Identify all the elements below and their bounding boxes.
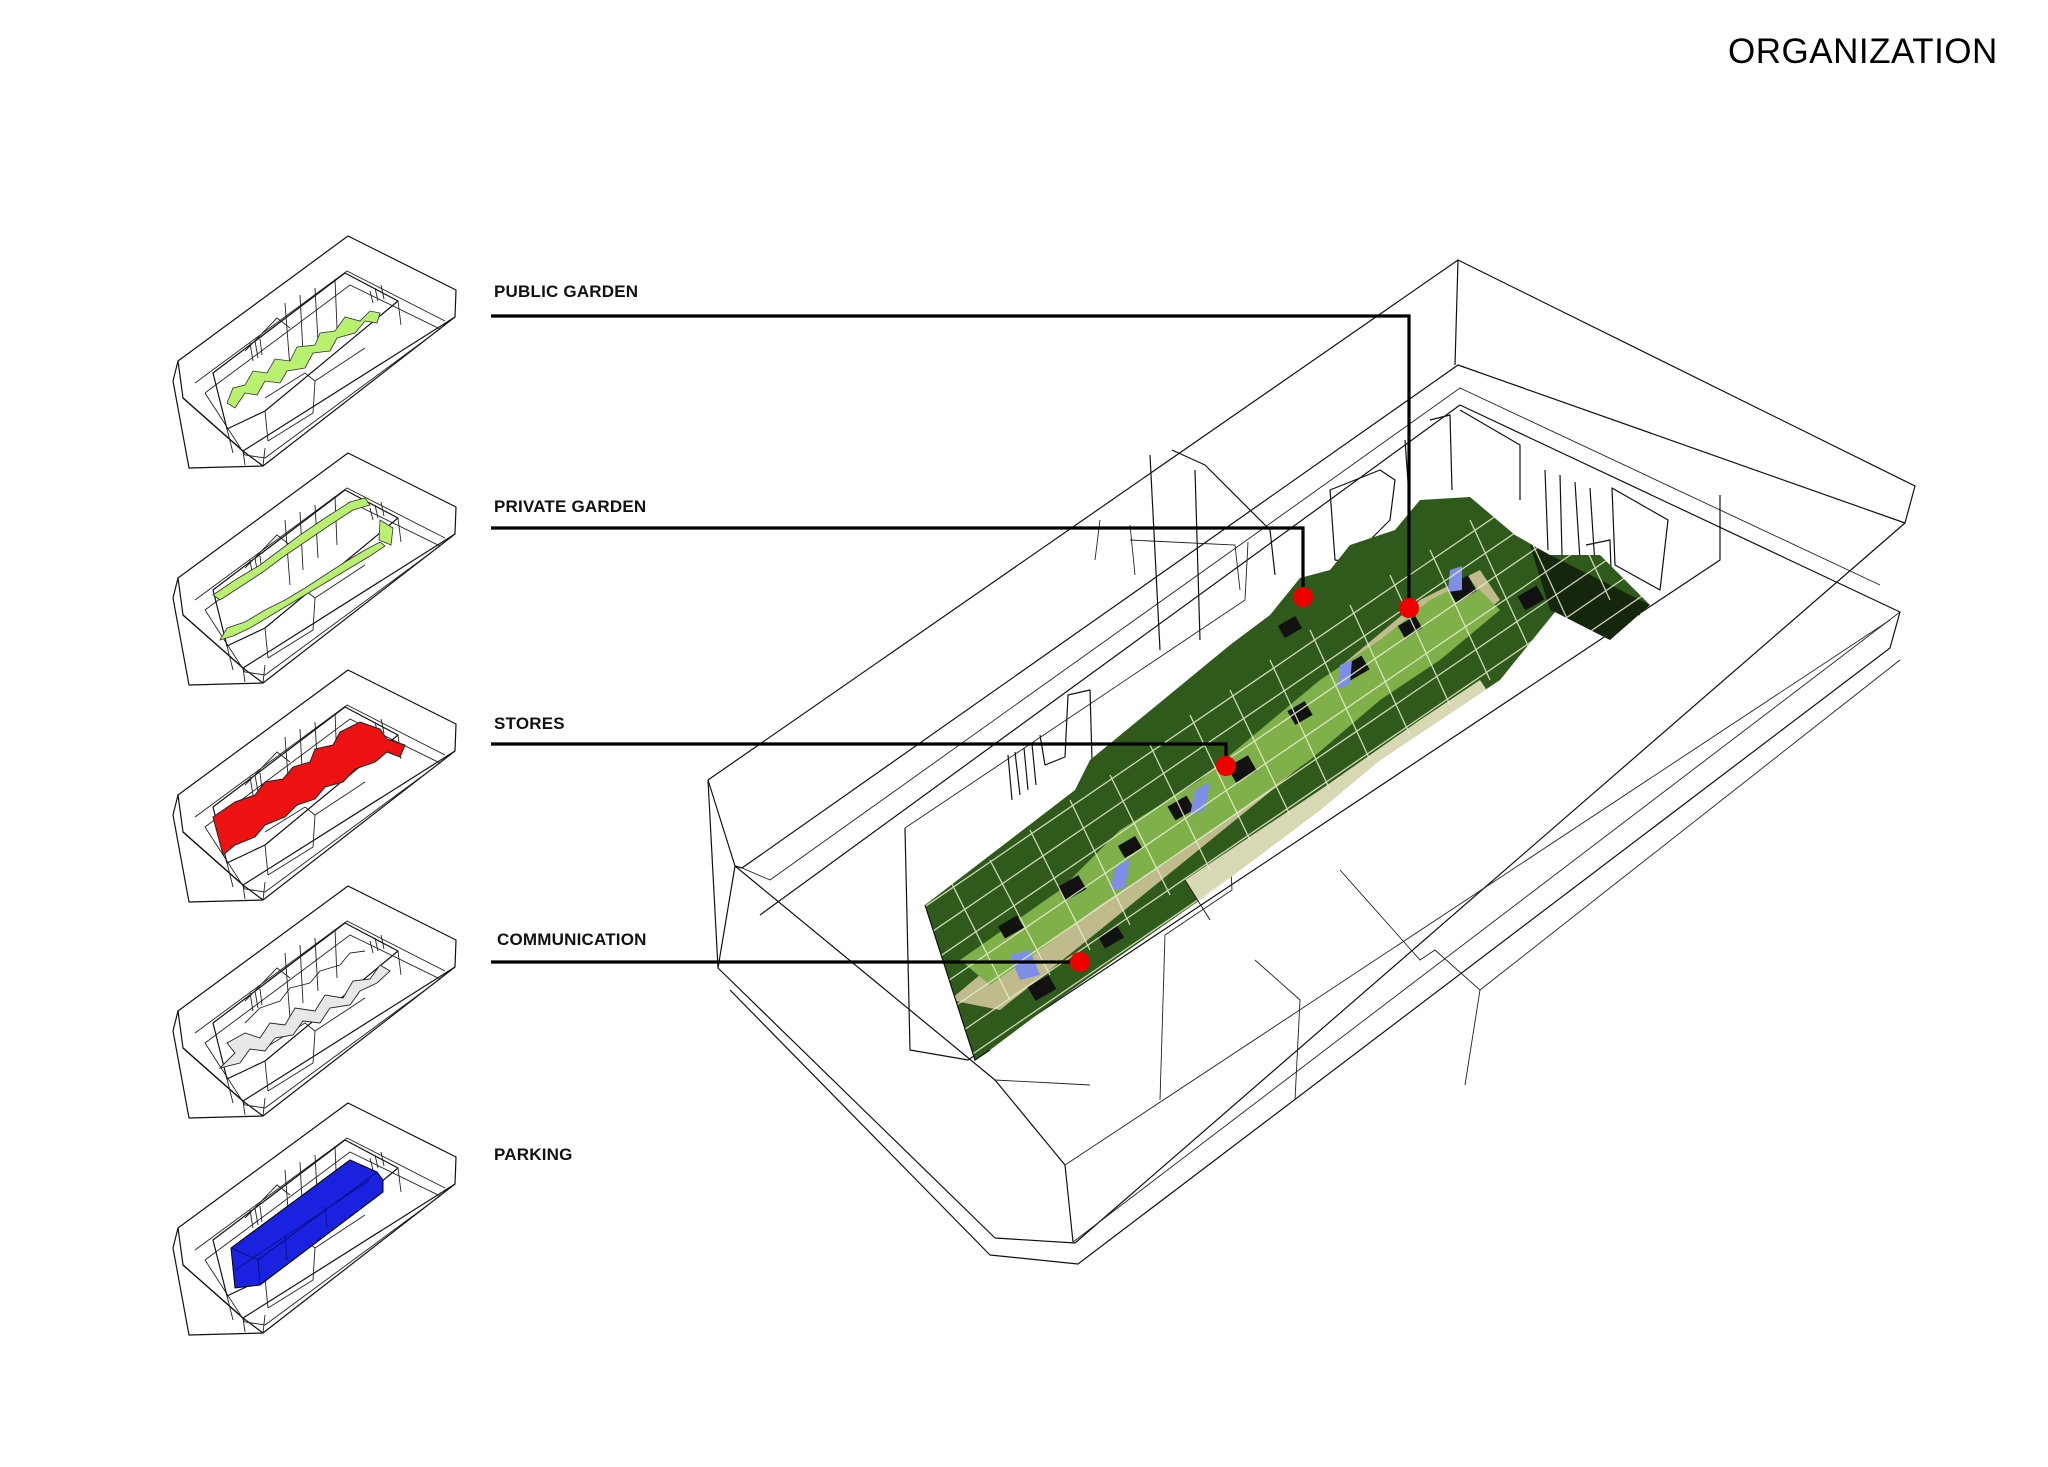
marker-communication xyxy=(1070,952,1090,972)
label-private-garden: PRIVATE GARDEN xyxy=(494,497,647,516)
thumbnail-stores xyxy=(172,669,457,903)
label-public-garden: PUBLIC GARDEN xyxy=(494,282,639,301)
thumbnail-private-garden xyxy=(172,452,457,686)
garden-mosaic xyxy=(925,497,1650,1060)
page-title: ORGANIZATION xyxy=(1728,32,1998,71)
label-parking: PARKING xyxy=(494,1145,573,1164)
label-stores: STORES xyxy=(494,714,565,733)
leader-private-garden xyxy=(491,526,1305,597)
marker-private-garden xyxy=(1293,587,1313,607)
thumbnail-parking xyxy=(172,1102,457,1336)
marker-stores xyxy=(1216,756,1236,776)
main-outer-envelope xyxy=(707,259,1916,1244)
thumbnail-communication xyxy=(172,885,457,1119)
thumbnail-public-garden xyxy=(172,235,457,469)
main-model xyxy=(707,259,1916,1265)
leader-public-garden xyxy=(491,314,1411,608)
marker-public-garden xyxy=(1399,598,1419,618)
label-communication: COMMUNICATION xyxy=(497,930,647,949)
